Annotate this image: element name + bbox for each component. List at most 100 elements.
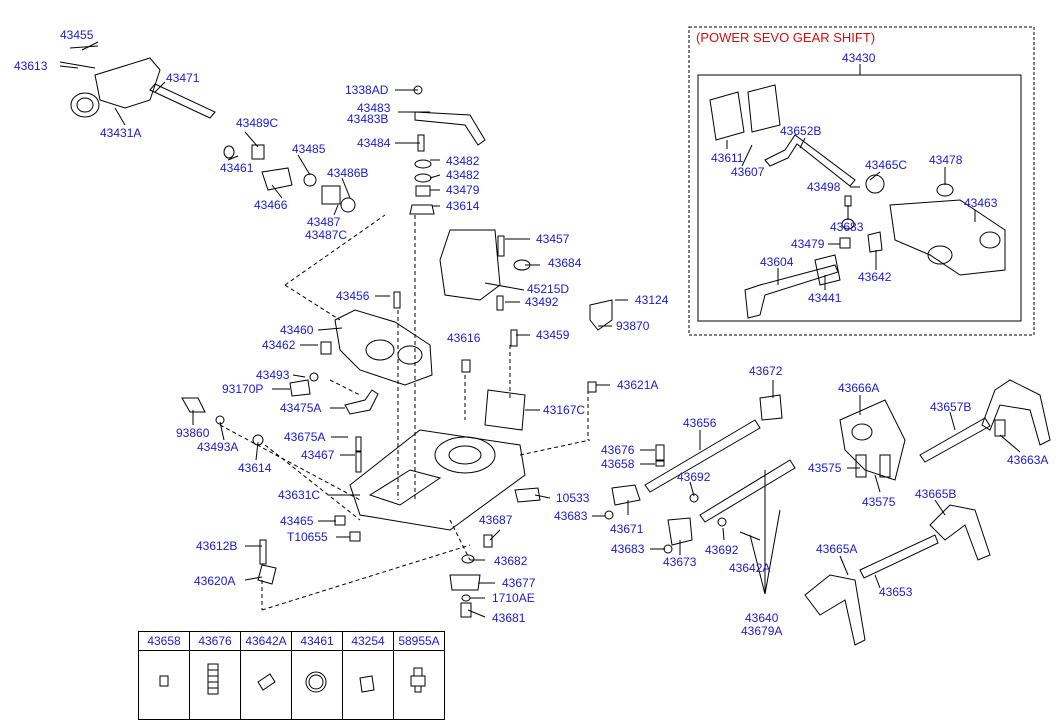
part-label[interactable]: 43484 — [357, 136, 391, 150]
part-label[interactable]: 43672 — [749, 364, 783, 378]
part-label[interactable]: 43640 — [745, 611, 779, 625]
part-label[interactable]: 93870 — [616, 319, 650, 333]
part-label[interactable]: 43455 — [60, 28, 94, 42]
part-label[interactable]: 43671 — [610, 522, 644, 536]
legend-header[interactable]: 58955A — [393, 631, 445, 651]
part-label[interactable]: 43683 — [554, 509, 588, 523]
part-label[interactable]: 43692 — [705, 543, 739, 557]
part-label[interactable]: 43478 — [929, 153, 963, 167]
part-label[interactable]: 43607 — [731, 165, 765, 179]
part-label[interactable]: 43493A — [197, 440, 239, 454]
part-label[interactable]: 43482 — [446, 168, 480, 182]
part-label[interactable]: 43485 — [292, 142, 326, 156]
part-label[interactable]: 10533 — [556, 491, 590, 505]
part-label[interactable]: 43614 — [446, 199, 480, 213]
part-label[interactable]: 43465C — [865, 158, 908, 172]
part-label[interactable]: 43479 — [791, 237, 825, 251]
part-label[interactable]: 43616 — [447, 331, 481, 345]
part-label[interactable]: 43679A — [741, 624, 783, 638]
part-label[interactable]: 43673 — [663, 555, 697, 569]
part-label[interactable]: 43493 — [256, 368, 290, 382]
part-label[interactable]: 43487C — [305, 228, 348, 242]
common-parts-legend: 43658 43676 43642A 43461 43254 58955A — [138, 631, 445, 720]
part-label[interactable]: 43575 — [862, 495, 896, 509]
part-label[interactable]: 43498 — [807, 180, 841, 194]
part-label[interactable]: 43666A — [838, 381, 880, 395]
part-label[interactable]: 43692 — [677, 470, 711, 484]
part-label[interactable]: 43604 — [760, 255, 794, 269]
legend-header[interactable]: 43658 — [138, 631, 190, 651]
part-label[interactable]: 43614 — [238, 461, 272, 475]
part-label[interactable]: 43467 — [301, 448, 335, 462]
legend-cell-ring — [291, 650, 343, 720]
part-label[interactable]: 43620A — [194, 574, 236, 588]
part-label[interactable]: 1338AD — [345, 83, 389, 97]
part-label[interactable]: 43431A — [100, 126, 142, 140]
part-label[interactable]: 43461 — [220, 161, 254, 175]
part-label[interactable]: 43658 — [601, 457, 635, 471]
legend-header[interactable]: 43461 — [291, 631, 343, 651]
inset-border — [688, 26, 1035, 336]
part-label[interactable]: 43167C — [543, 403, 586, 417]
part-label[interactable]: 43479 — [446, 183, 480, 197]
part-label[interactable]: 43457 — [536, 232, 570, 246]
legend-cell-fitting — [393, 650, 445, 720]
part-label[interactable]: 43665B — [915, 487, 957, 501]
part-label[interactable]: 43482 — [446, 154, 480, 168]
part-label[interactable]: 43489C — [236, 116, 279, 130]
part-label[interactable]: 43642 — [858, 270, 892, 284]
part-label[interactable]: 43663A — [1007, 453, 1049, 467]
part-label[interactable]: 43652B — [780, 124, 822, 138]
part-sketches — [59, 45, 1051, 646]
part-label[interactable]: 43683 — [830, 220, 864, 234]
part-label[interactable]: 43676 — [601, 443, 635, 457]
part-label[interactable]: 43575 — [808, 461, 842, 475]
part-label[interactable]: 43611 — [711, 151, 744, 165]
part-label[interactable]: 43487 — [307, 215, 341, 229]
part-label[interactable]: 43675A — [284, 430, 326, 444]
part-label[interactable]: 43465 — [280, 514, 314, 528]
part-label[interactable]: T10655 — [287, 530, 328, 544]
part-label[interactable]: 45215D — [527, 282, 570, 296]
part-label[interactable]: 43613 — [14, 59, 48, 73]
part-label[interactable]: 43681 — [492, 611, 526, 625]
part-label-inset-assembly[interactable]: 43430 — [842, 51, 876, 65]
part-label[interactable]: 43460 — [280, 323, 314, 337]
part-label[interactable]: 43682 — [494, 554, 528, 568]
guide-lines — [219, 214, 591, 611]
part-label[interactable]: 43124 — [635, 293, 669, 307]
part-label[interactable]: 43456 — [336, 289, 370, 303]
part-label[interactable]: 43612B — [196, 539, 238, 553]
part-label[interactable]: 1710AE — [492, 591, 535, 605]
part-label[interactable]: 43459 — [536, 328, 570, 342]
part-label[interactable]: 43483 — [357, 101, 391, 115]
part-label[interactable]: 43642A — [729, 561, 771, 575]
part-label[interactable]: 43441 — [808, 291, 842, 305]
part-label[interactable]: 43486B — [327, 166, 369, 180]
part-label[interactable]: 43683 — [611, 542, 645, 556]
part-label[interactable]: 43656 — [683, 416, 717, 430]
part-label[interactable]: 93860 — [176, 426, 210, 440]
part-label[interactable]: 43687 — [479, 513, 513, 527]
legend-header[interactable]: 43254 — [342, 631, 394, 651]
part-label[interactable]: 93170P — [222, 382, 264, 396]
part-label[interactable]: 43466 — [254, 198, 288, 212]
part-label[interactable]: 43475A — [280, 401, 322, 415]
part-label[interactable]: 43492 — [525, 295, 559, 309]
part-label[interactable]: 43462 — [262, 338, 296, 352]
legend-header[interactable]: 43642A — [240, 631, 292, 651]
part-label[interactable]: 43677 — [502, 576, 536, 590]
inset-title: (POWER SEVO GEAR SHIFT) — [696, 30, 876, 45]
part-label[interactable]: 43684 — [548, 256, 582, 270]
part-label[interactable]: 43483B — [347, 112, 389, 126]
legend-header[interactable]: 43676 — [189, 631, 241, 651]
part-label[interactable]: 43657B — [930, 400, 972, 414]
part-label[interactable]: 43665A — [816, 542, 858, 556]
part-label[interactable]: 43631C — [278, 488, 321, 502]
part-label[interactable]: 43471 — [166, 71, 200, 85]
legend-cell-spring — [189, 650, 241, 720]
part-label[interactable]: 43653 — [879, 585, 913, 599]
part-label[interactable]: 43621A — [617, 378, 659, 392]
part-label[interactable]: 43463 — [964, 196, 998, 210]
